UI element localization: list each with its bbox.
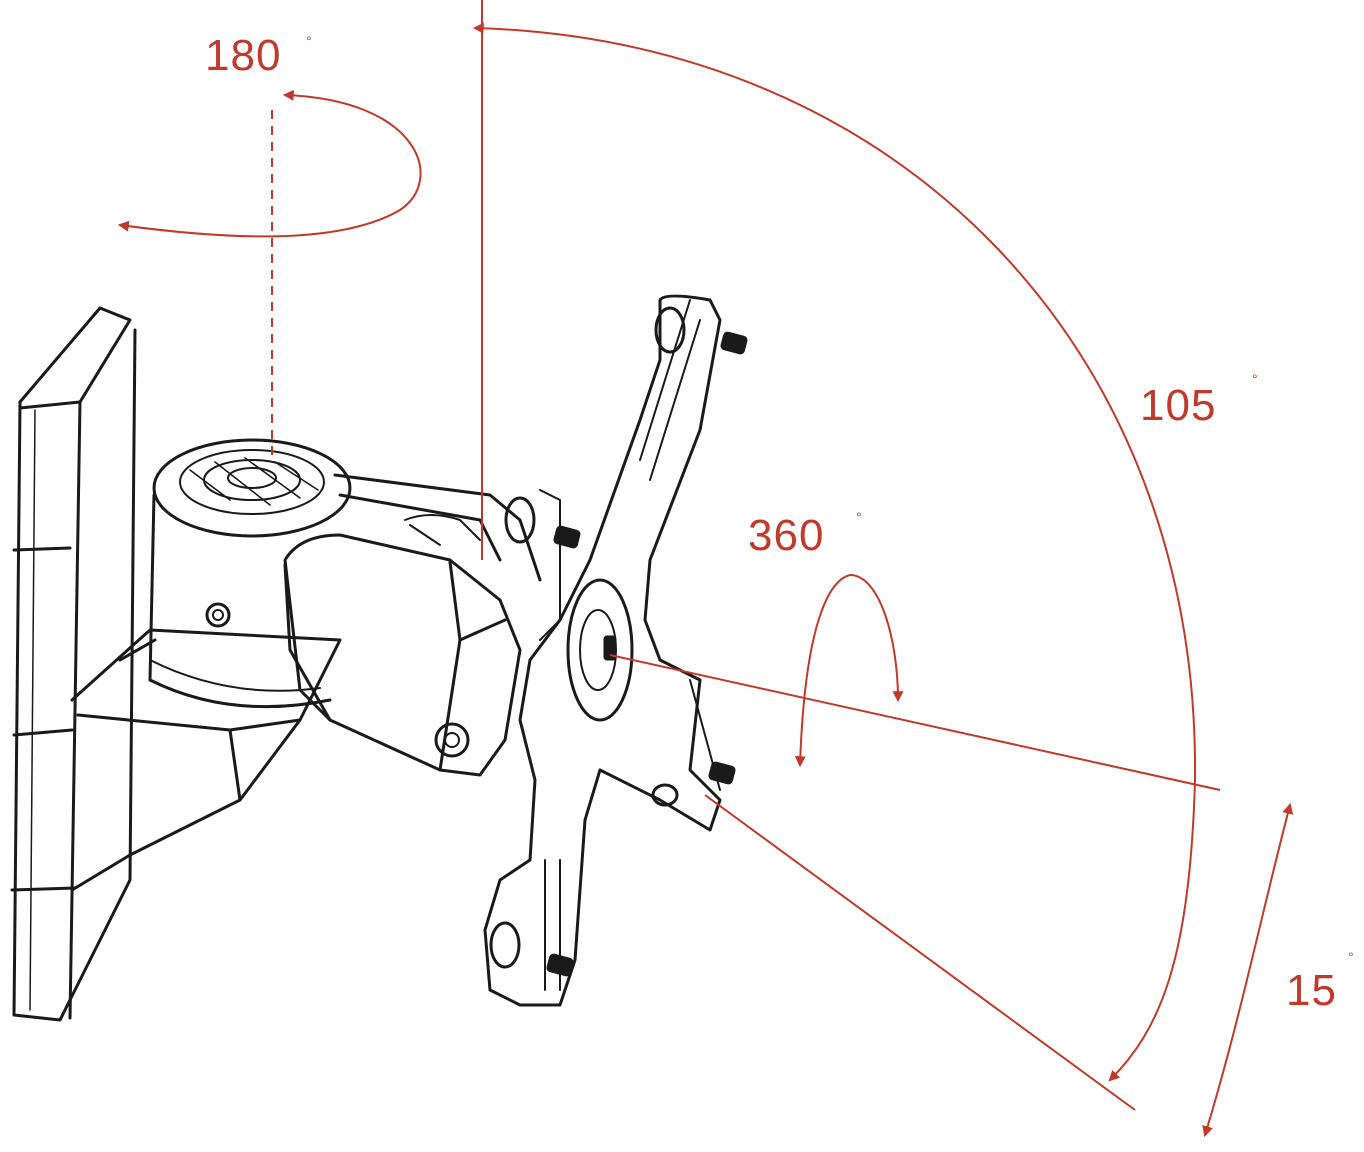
mount-drawing <box>10 294 748 1022</box>
tilt-15-arrow <box>1202 802 1294 1138</box>
rotate-360-arrow <box>794 573 904 768</box>
tilt-15-label: 15 <box>1286 966 1337 1015</box>
tilt-block <box>283 533 522 777</box>
tilt-105-label: 105 <box>1140 381 1216 430</box>
annotations <box>117 0 1294 1138</box>
tilt-105-degree: ° <box>1252 371 1258 387</box>
angle-labels: 180 ° 105 ° 360 ° 15 ° <box>205 31 1354 1015</box>
screen-axis-line <box>609 654 1221 791</box>
swivel-180-label: 180 <box>205 31 281 80</box>
vesa-bolts <box>546 331 748 977</box>
hinge-cylinder <box>148 438 352 709</box>
wall-plate <box>10 306 137 1022</box>
connecting-arm <box>333 473 542 582</box>
swivel-180-arrow <box>117 89 422 238</box>
swivel-180-degree: ° <box>306 33 312 49</box>
tilt-105-arc <box>472 22 1197 1082</box>
tilt-15-degree: ° <box>1348 949 1354 965</box>
rotate-360-label: 360 <box>748 511 824 560</box>
rotate-360-degree: ° <box>856 509 862 525</box>
tilt-limit-line <box>704 794 1136 1111</box>
